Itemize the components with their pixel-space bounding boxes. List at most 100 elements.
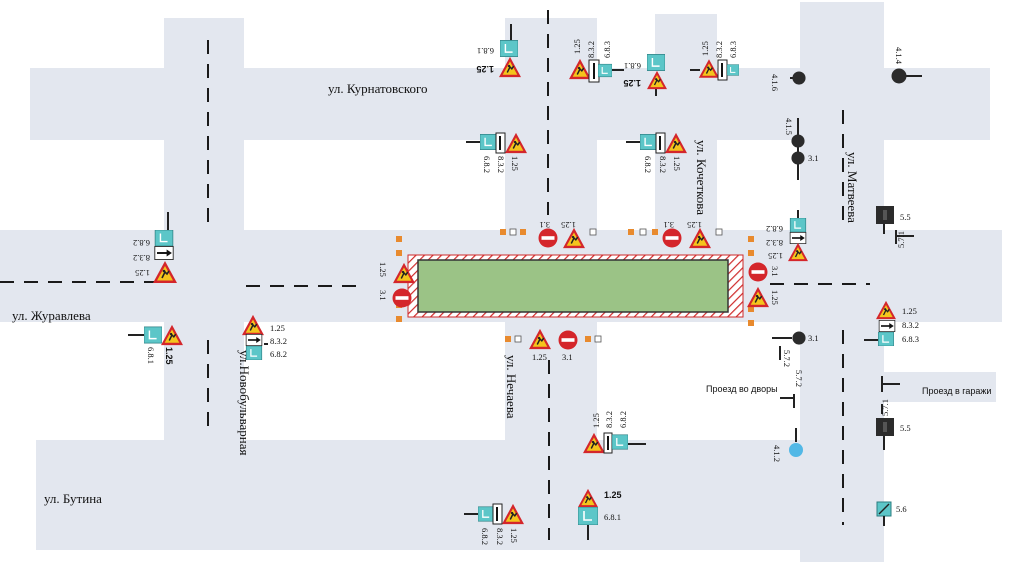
sign-group-novobulvarnaya: 1.25 8.3.2 6.8.2 xyxy=(241,314,287,360)
no-entry-sign-icon xyxy=(662,228,682,248)
sign-group-matveeva-east-south: 5.5 xyxy=(876,418,911,450)
tab-6-8-3-icon xyxy=(598,63,612,78)
no-entry-sign-icon xyxy=(392,288,412,308)
street-label-kurnatovskogo: ул. Курнатовского xyxy=(328,81,428,96)
sign-group-kurnatovskogo-nw: 6.8.1 1.25 xyxy=(476,24,522,78)
sign-group-worksite-east: 3.1 1.25 xyxy=(746,262,780,308)
barrier xyxy=(594,335,602,343)
tab-6-8-3-icon xyxy=(727,63,739,77)
code-5-5: 5.5 xyxy=(900,212,911,222)
road-matveeva xyxy=(800,2,884,562)
barrier xyxy=(514,335,522,343)
tab-6-8-2-icon xyxy=(478,505,494,523)
sign-group-butina-south-west: 6.8.2 8.3.2 1.25 xyxy=(464,503,525,545)
tab-6-8-2-icon xyxy=(789,218,807,232)
code-1-25: 1.25 xyxy=(687,220,702,230)
sign-group-zhuravleva-west-south: 6.8.1 1.25 xyxy=(128,324,184,365)
code-1-25: 1.25 xyxy=(700,41,710,56)
sign-group-matveeva-west: 6.8.2 8.3.2 1.25 xyxy=(766,210,809,262)
code-1-25: 1.25 xyxy=(591,413,601,428)
barrier xyxy=(748,320,754,326)
code-1-25: 1.25 xyxy=(476,64,494,74)
code-5-6: 5.6 xyxy=(896,504,907,514)
direction-sign-4-1-5-icon xyxy=(791,134,805,148)
sign-group-matveeva-end: 5.6 xyxy=(876,501,907,526)
code-6-8-3: 6.8.3 xyxy=(602,41,612,58)
note-garages-driveway: Проезд в гаражи xyxy=(922,386,991,396)
barrier xyxy=(628,229,634,235)
sign-group-matveeva-east: 1.25 8.3.2 6.8.3 xyxy=(864,300,919,346)
code-1-25: 1.25 xyxy=(604,490,622,500)
barrier xyxy=(748,306,754,312)
code-6-8-2: 6.8.2 xyxy=(618,411,628,428)
barrier xyxy=(585,336,591,342)
code-6-8-2: 6.8.2 xyxy=(766,224,783,234)
code-3-1: 3.1 xyxy=(770,266,780,277)
barrier xyxy=(520,229,526,235)
street-labels: ул. Курнатовского ул. Журавлева ул. Бути… xyxy=(12,81,860,506)
code-4-1-5: 4.1.5 xyxy=(784,118,794,135)
code-3-1: 3.1 xyxy=(808,153,819,163)
tab-6-8-2-icon xyxy=(245,346,263,360)
tab-6-8-1-icon xyxy=(578,507,598,525)
sign-group-kochetkova: 6.8.2 8.3.2 1.25 xyxy=(626,132,688,173)
one-way-sign-5-5-icon xyxy=(876,418,894,436)
barrier xyxy=(505,336,511,342)
code-3-1: 3.1 xyxy=(808,333,819,343)
code-5-7-1: 5.7.1 xyxy=(880,399,890,416)
tab-6-8-2-icon xyxy=(640,133,657,151)
barrier xyxy=(748,236,754,242)
code-8-3-2: 8.3.2 xyxy=(604,411,614,428)
code-8-3-2: 8.3.2 xyxy=(766,238,783,248)
sign-group-garage: 5.7.1 xyxy=(880,376,900,416)
code-6-8-3: 6.8.3 xyxy=(728,41,738,58)
sign-group-kurnatovskogo-n1: 1.25 8.3.2 6.8.3 xyxy=(568,39,624,83)
code-6-8-1: 6.8.1 xyxy=(604,512,621,522)
code-8-3-2: 8.3.2 xyxy=(270,336,287,346)
street-label-matveeva: ул. Матвеева xyxy=(845,152,860,223)
barrier xyxy=(639,228,647,236)
road-butina xyxy=(36,440,850,550)
worksite-area xyxy=(417,259,729,313)
code-6-8-2: 6.8.2 xyxy=(643,156,653,173)
code-1-25: 1.25 xyxy=(768,251,783,261)
sign-group-worksite-south: 1.25 3.1 xyxy=(528,328,578,362)
code-6-8-1: 6.8.1 xyxy=(624,61,641,71)
sign-group-matveeva-east-north: 5.5 5.7.1 xyxy=(876,206,914,248)
code-8-3-2: 8.3.2 xyxy=(133,253,150,263)
barrier xyxy=(500,229,506,235)
barrier xyxy=(715,228,723,236)
code-1-25: 1.25 xyxy=(623,78,641,88)
code-3-1: 3.1 xyxy=(562,352,573,362)
no-entry-sign-icon xyxy=(558,330,578,350)
no-entry-sign-3-1-icon xyxy=(792,331,806,345)
barrier xyxy=(509,228,517,236)
code-1-25: 1.25 xyxy=(561,220,576,230)
arrow-plate-8-3-2-icon xyxy=(878,320,896,332)
code-8-3-2: 8.3.2 xyxy=(496,156,506,173)
code-3-1: 3.1 xyxy=(663,220,674,230)
no-entry-sign-icon xyxy=(538,228,558,248)
code-6-8-1: 6.8.1 xyxy=(477,46,494,56)
tab-6-8-2-icon xyxy=(612,433,628,451)
no-entry-sign-icon xyxy=(748,262,768,282)
sign-group-kurnatovskogo-n2: 6.8.1 1.25 xyxy=(623,54,668,96)
street-label-nechaeva: ул. Нечаева xyxy=(504,355,519,419)
code-1-25: 1.25 xyxy=(532,352,547,362)
barriers xyxy=(396,228,754,343)
arrow-plate-8-3-2-icon xyxy=(153,246,175,260)
code-6-8-3: 6.8.3 xyxy=(902,334,919,344)
code-1-25: 1.25 xyxy=(510,156,520,171)
note-yards-driveway: Проезд во дворы xyxy=(706,384,778,394)
code-4-1-6: 4.1.6 xyxy=(770,74,780,91)
code-1-25: 1.25 xyxy=(770,290,780,305)
sign-group-matveeva-south: 4.1.2 xyxy=(772,428,803,462)
code-8-3-2: 8.3.2 xyxy=(902,320,919,330)
direction-sign-4-1-6-icon xyxy=(792,71,806,85)
sign-group-matveeva-south-west: 3.1 5.7.2 5.7.2 xyxy=(772,331,819,408)
sign-group-worksite-west: 1.25 3.1 xyxy=(378,262,416,308)
code-8-3-2: 8.3.2 xyxy=(495,528,505,545)
code-4-1-4: 4.1.4 xyxy=(894,47,904,65)
code-1-25: 1.25 xyxy=(135,268,150,278)
one-way-sign-5-5-icon xyxy=(876,206,894,224)
